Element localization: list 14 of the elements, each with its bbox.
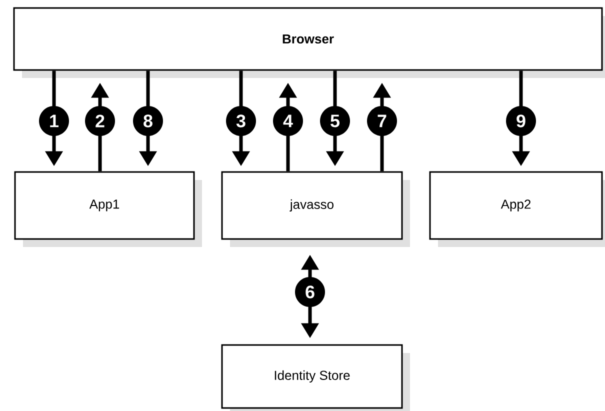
callout-number: 6 <box>295 276 325 307</box>
callout-number: 1 <box>39 106 69 136</box>
callout-number: 2 <box>85 106 115 136</box>
box: App1 <box>14 171 202 247</box>
box: javasso <box>221 171 410 247</box>
callout-number: 7 <box>367 106 397 136</box>
callout-number: 8 <box>133 106 163 136</box>
callout-number: 9 <box>506 106 536 136</box>
callout-number: 5 <box>320 106 350 136</box>
callout-number: 4 <box>273 106 303 136</box>
box: App2 <box>429 171 605 247</box>
box: Browser <box>13 7 605 78</box>
box: Identity Store <box>221 344 410 411</box>
callout-number: 3 <box>226 106 256 136</box>
